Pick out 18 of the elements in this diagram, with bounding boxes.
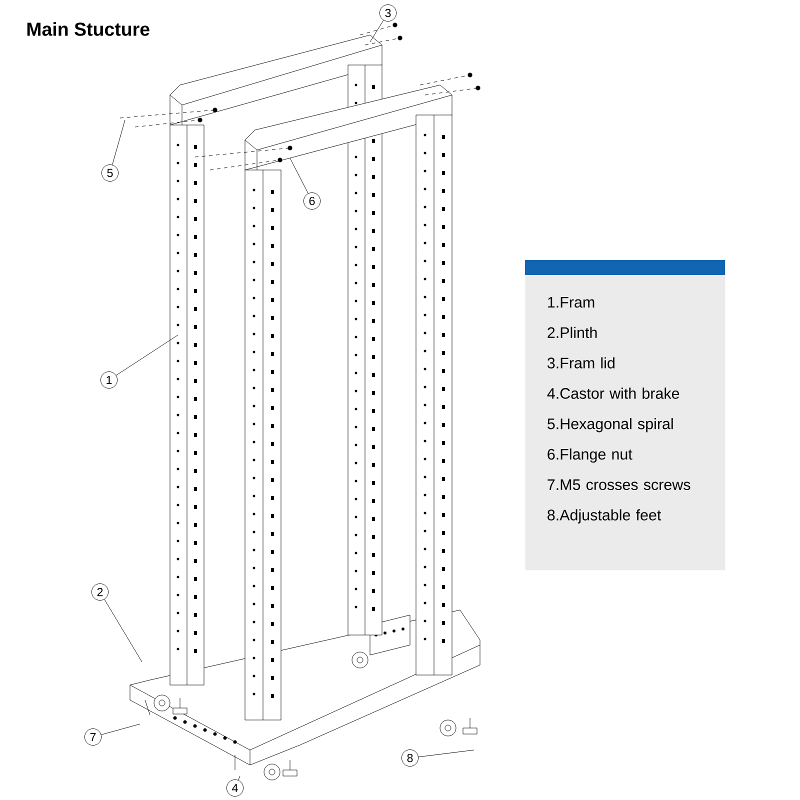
- leader-line: [101, 724, 140, 735]
- legend-box: 1.Fram 2.Plinth 3.Fram lid 4.Castor with brake 5.Hexagonal spiral 6.Flange nut 7.M5 crosses screws 8.Adjustable feet: [525, 260, 726, 570]
- leader-line: [290, 158, 308, 194]
- callout-number: 3: [379, 4, 397, 22]
- leader-line: [104, 599, 142, 662]
- leader-line: [238, 776, 240, 780]
- leader-line: [370, 20, 384, 42]
- callout-number: 2: [91, 583, 109, 601]
- leader-line: [112, 120, 126, 165]
- leader-line: [418, 750, 474, 758]
- callout-number: 6: [303, 192, 321, 210]
- callout-number: 1: [100, 371, 118, 389]
- callout-number: 8: [401, 749, 419, 767]
- title: Main Stucture: [27, 22, 150, 36]
- leader-line: [116, 334, 178, 376]
- callout-number: 4: [226, 779, 244, 797]
- callout-number: 5: [101, 164, 119, 182]
- callout-number: 7: [84, 728, 102, 746]
